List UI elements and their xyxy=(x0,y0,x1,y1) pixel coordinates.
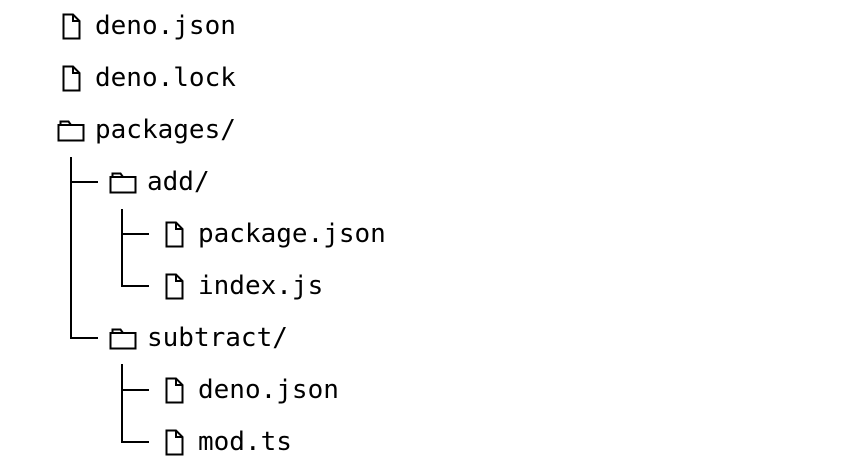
tree-item-label: deno.json xyxy=(198,375,339,405)
tree-item-package-json: package.json xyxy=(0,208,857,260)
tree-item-label: index.js xyxy=(198,271,324,301)
tree-connector-vertical-packages xyxy=(70,157,72,339)
tree-item-deno-lock: deno.lock xyxy=(0,52,857,104)
tree-item-deno-json-subtract: deno.json xyxy=(0,364,857,416)
tree-connector-branch-mod-ts xyxy=(121,441,149,443)
tree-item-label: mod.ts xyxy=(198,427,292,457)
tree-item-index-js: index.js xyxy=(0,260,857,312)
file-icon xyxy=(57,13,85,40)
tree-item-label: packages/ xyxy=(95,115,236,145)
tree-item-subtract: subtract/ xyxy=(0,312,857,364)
tree-connector-branch-deno-json xyxy=(121,389,149,391)
tree-connector-branch-package-json xyxy=(121,233,149,235)
folder-icon xyxy=(57,119,85,142)
tree-connector-branch-add xyxy=(70,181,98,183)
tree-item-mod-ts: mod.ts xyxy=(0,416,857,468)
tree-item-add: add/ xyxy=(0,156,857,208)
tree-item-deno-json: deno.json xyxy=(0,0,857,52)
tree-item-label: package.json xyxy=(198,219,386,249)
file-icon xyxy=(160,273,188,300)
tree-item-label: deno.lock xyxy=(95,63,236,93)
tree-item-packages: packages/ xyxy=(0,104,857,156)
file-icon xyxy=(160,377,188,404)
tree-connector-vertical-add xyxy=(121,209,123,287)
tree-item-label: add/ xyxy=(147,167,210,197)
tree-item-label: deno.json xyxy=(95,11,236,41)
file-icon xyxy=(160,429,188,456)
tree-connector-branch-index-js xyxy=(121,285,149,287)
file-icon xyxy=(160,221,188,248)
folder-icon xyxy=(109,171,137,194)
folder-icon xyxy=(109,327,137,350)
file-icon xyxy=(57,65,85,92)
tree-connector-branch-subtract xyxy=(70,337,98,339)
tree-item-label: subtract/ xyxy=(147,323,288,353)
tree-connector-vertical-subtract xyxy=(121,364,123,443)
